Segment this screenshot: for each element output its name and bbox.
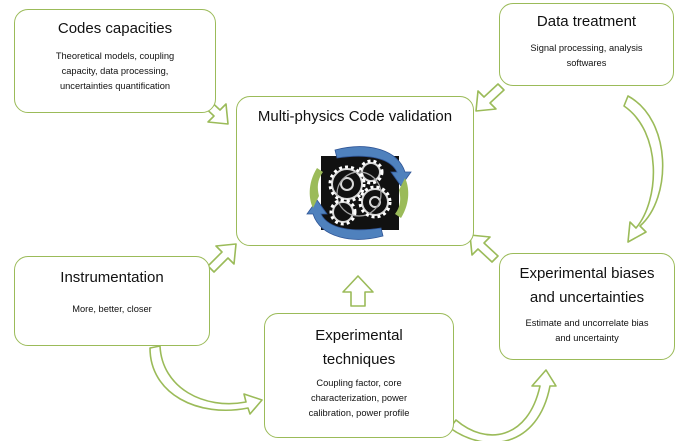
code-validation-title: Multi-physics Code validation	[257, 108, 453, 125]
biases-line: and uncertainty	[555, 333, 619, 343]
data-line: softwares	[566, 58, 607, 68]
codes-capacities-box: Codes capacities Theoretical models, cou…	[14, 9, 216, 113]
codes-capacities-text: Theoretical models, coupling capacity, d…	[15, 49, 215, 94]
data-treatment-title: Data treatment	[536, 13, 637, 30]
biases-title-line: and uncertainties	[529, 289, 645, 306]
instrumentation-title: Instrumentation	[60, 269, 164, 286]
arrow-instr-to-center	[207, 243, 237, 273]
techniques-title-line: Experimental	[315, 327, 403, 344]
arrow-data-to-center	[475, 83, 505, 112]
techniques-line: characterization, power	[310, 393, 408, 403]
gears-cycle-icon	[305, 144, 413, 242]
experimental-biases-text: Estimate and uncorrelate bias and uncert…	[500, 316, 674, 346]
techniques-line: calibration, power profile	[308, 408, 410, 418]
arrow-bias-to-center	[469, 234, 499, 263]
experimental-techniques-title: Experimental techniques	[265, 324, 453, 372]
techniques-title-line: techniques	[322, 351, 396, 368]
arrow-exp-to-bias	[449, 369, 557, 441]
gears-graphic	[306, 146, 412, 240]
codes-capacities-title: Codes capacities	[57, 20, 173, 37]
data-treatment-box: Data treatment Signal processing, analys…	[499, 3, 674, 86]
biases-line: Estimate and uncorrelate bias	[525, 318, 649, 328]
data-line: Signal processing, analysis	[530, 43, 643, 53]
experimental-biases-title: Experimental biases and uncertainties	[500, 262, 674, 310]
codes-line: capacity, data processing,	[61, 66, 169, 76]
biases-title-line: Experimental biases	[519, 265, 655, 282]
arrow-instr-to-exp	[149, 345, 263, 415]
instrumentation-line: More, better, closer	[72, 304, 152, 314]
codes-line: uncertainties quantification	[59, 81, 171, 91]
experimental-biases-box: Experimental biases and uncertainties Es…	[499, 253, 675, 360]
data-treatment-text: Signal processing, analysis softwares	[500, 41, 673, 71]
arrow-data-to-bias	[623, 95, 664, 243]
techniques-line: Coupling factor, core	[316, 378, 402, 388]
experimental-techniques-box: Experimental techniques Coupling factor,…	[264, 313, 454, 438]
instrumentation-box: Instrumentation More, better, closer	[14, 256, 210, 346]
experimental-techniques-text: Coupling factor, core characterization, …	[265, 376, 453, 421]
arrow-exp-to-center	[342, 275, 374, 307]
instrumentation-text: More, better, closer	[15, 302, 209, 317]
codes-line: Theoretical models, coupling	[55, 51, 175, 61]
